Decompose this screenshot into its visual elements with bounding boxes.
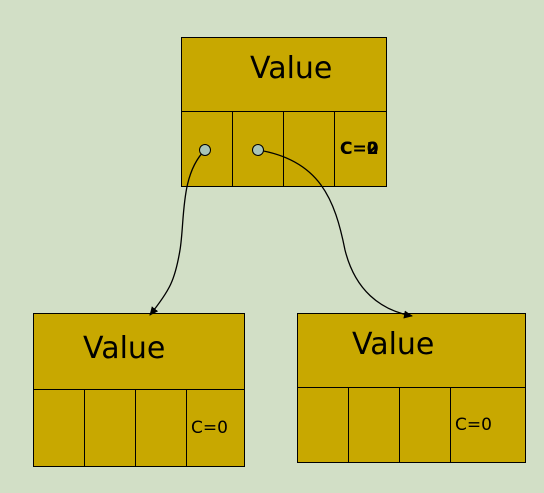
left-pointer-cell-3: [136, 390, 187, 466]
left-value-label: Value: [34, 314, 244, 390]
right-pointer-cell-2: [349, 388, 400, 462]
left-count-cell: C=0: [187, 390, 244, 466]
root-pointer-cell-3: [284, 112, 335, 186]
root-value-label: Value: [182, 38, 386, 112]
left-child-node: Value C=0: [33, 313, 245, 467]
root-pointer-cell-1: [182, 112, 233, 186]
right-value-label: Value: [298, 314, 525, 388]
right-pointer-cell-3: [400, 388, 451, 462]
root-pointer-cell-2: [233, 112, 284, 186]
right-pointer-cell-1: [298, 388, 349, 462]
root-cells: C=0 C=2: [182, 112, 386, 186]
root-count-overlay: C=2: [340, 139, 379, 159]
right-child-node: Value C=0: [297, 313, 526, 463]
left-cells: C=0: [34, 390, 244, 466]
left-pointer-cell-1: [34, 390, 85, 466]
right-count-label: C=0: [455, 415, 492, 435]
left-pointer-cell-2: [85, 390, 136, 466]
right-cells: C=0: [298, 388, 525, 462]
root-node: Value C=0 C=2: [181, 37, 387, 187]
root-count-cell: C=0 C=2: [335, 112, 386, 186]
left-count-label: C=0: [191, 418, 228, 438]
right-count-cell: C=0: [451, 388, 525, 462]
